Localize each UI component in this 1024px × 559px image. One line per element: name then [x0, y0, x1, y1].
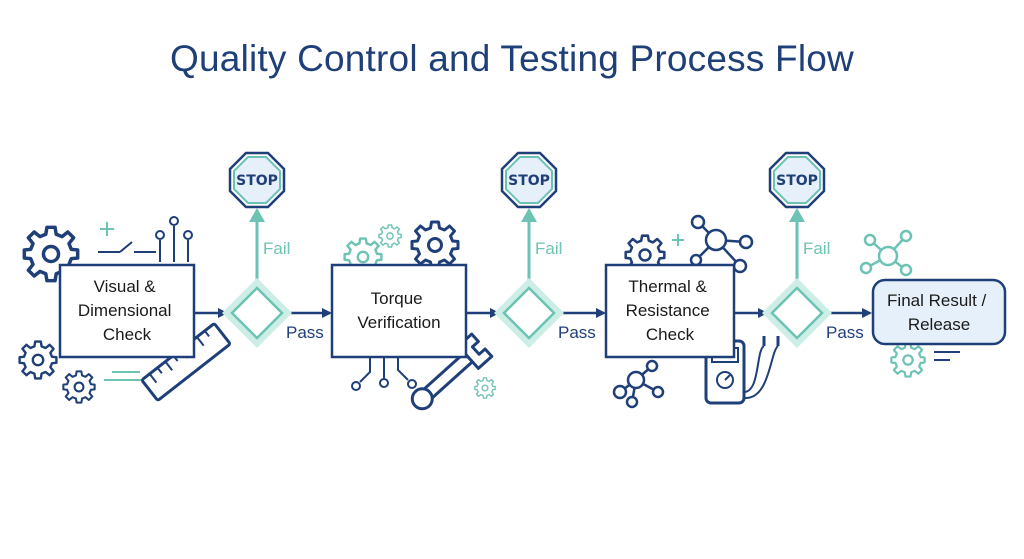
- svg-text:STOP: STOP: [508, 173, 550, 189]
- circuit-icon: [104, 371, 148, 381]
- svg-text:STOP: STOP: [776, 173, 818, 189]
- fail-arrow: [521, 208, 537, 282]
- gear-icon: [410, 220, 460, 270]
- process-step-label: Visual & Dimensional Check: [78, 277, 176, 344]
- gear-icon: [474, 377, 496, 399]
- svg-text:STOP: STOP: [236, 173, 278, 189]
- plus-icon: [100, 222, 114, 236]
- stop-sign-icon: STOP: [500, 151, 558, 209]
- decision-diamond: [222, 278, 292, 348]
- pass-label: Pass: [826, 323, 864, 342]
- pass-label: Pass: [558, 323, 596, 342]
- final-result-label: Final Result / Release: [887, 291, 991, 334]
- fail-label: Fail: [803, 239, 830, 258]
- gear-icon: [18, 340, 58, 380]
- gear-icon: [378, 224, 402, 248]
- fail-arrow: [249, 208, 265, 282]
- final-result-box: Final Result / Release: [871, 278, 1007, 346]
- process-step: Visual & Dimensional Check: [58, 263, 196, 359]
- circuit-icon: [351, 358, 417, 391]
- molecule-icon: [612, 359, 665, 409]
- pass-label: Pass: [286, 323, 324, 342]
- stop-sign-icon: STOP: [768, 151, 826, 209]
- circuit-icon: [155, 216, 193, 262]
- process-step-label: Torque Verification: [357, 289, 440, 332]
- plus-icon: [672, 234, 684, 246]
- process-step-label: Thermal & Resistance Check: [626, 277, 715, 344]
- gear-icon: [62, 370, 96, 404]
- switch-icon: [98, 241, 156, 253]
- process-step: Thermal & Resistance Check: [604, 263, 736, 359]
- stop-sign-icon: STOP: [228, 151, 286, 209]
- fail-label: Fail: [535, 239, 562, 258]
- page-title: Quality Control and Testing Process Flow: [170, 38, 854, 79]
- fail-arrow: [789, 208, 805, 282]
- circuit-icon: [934, 351, 960, 361]
- decision-diamond: [494, 278, 564, 348]
- molecule-icon: [689, 214, 754, 274]
- decision-diamond: [762, 278, 832, 348]
- fail-label: Fail: [263, 239, 290, 258]
- gear-icon: [890, 342, 926, 378]
- molecule-icon: [859, 229, 913, 277]
- process-step: Torque Verification: [330, 263, 468, 359]
